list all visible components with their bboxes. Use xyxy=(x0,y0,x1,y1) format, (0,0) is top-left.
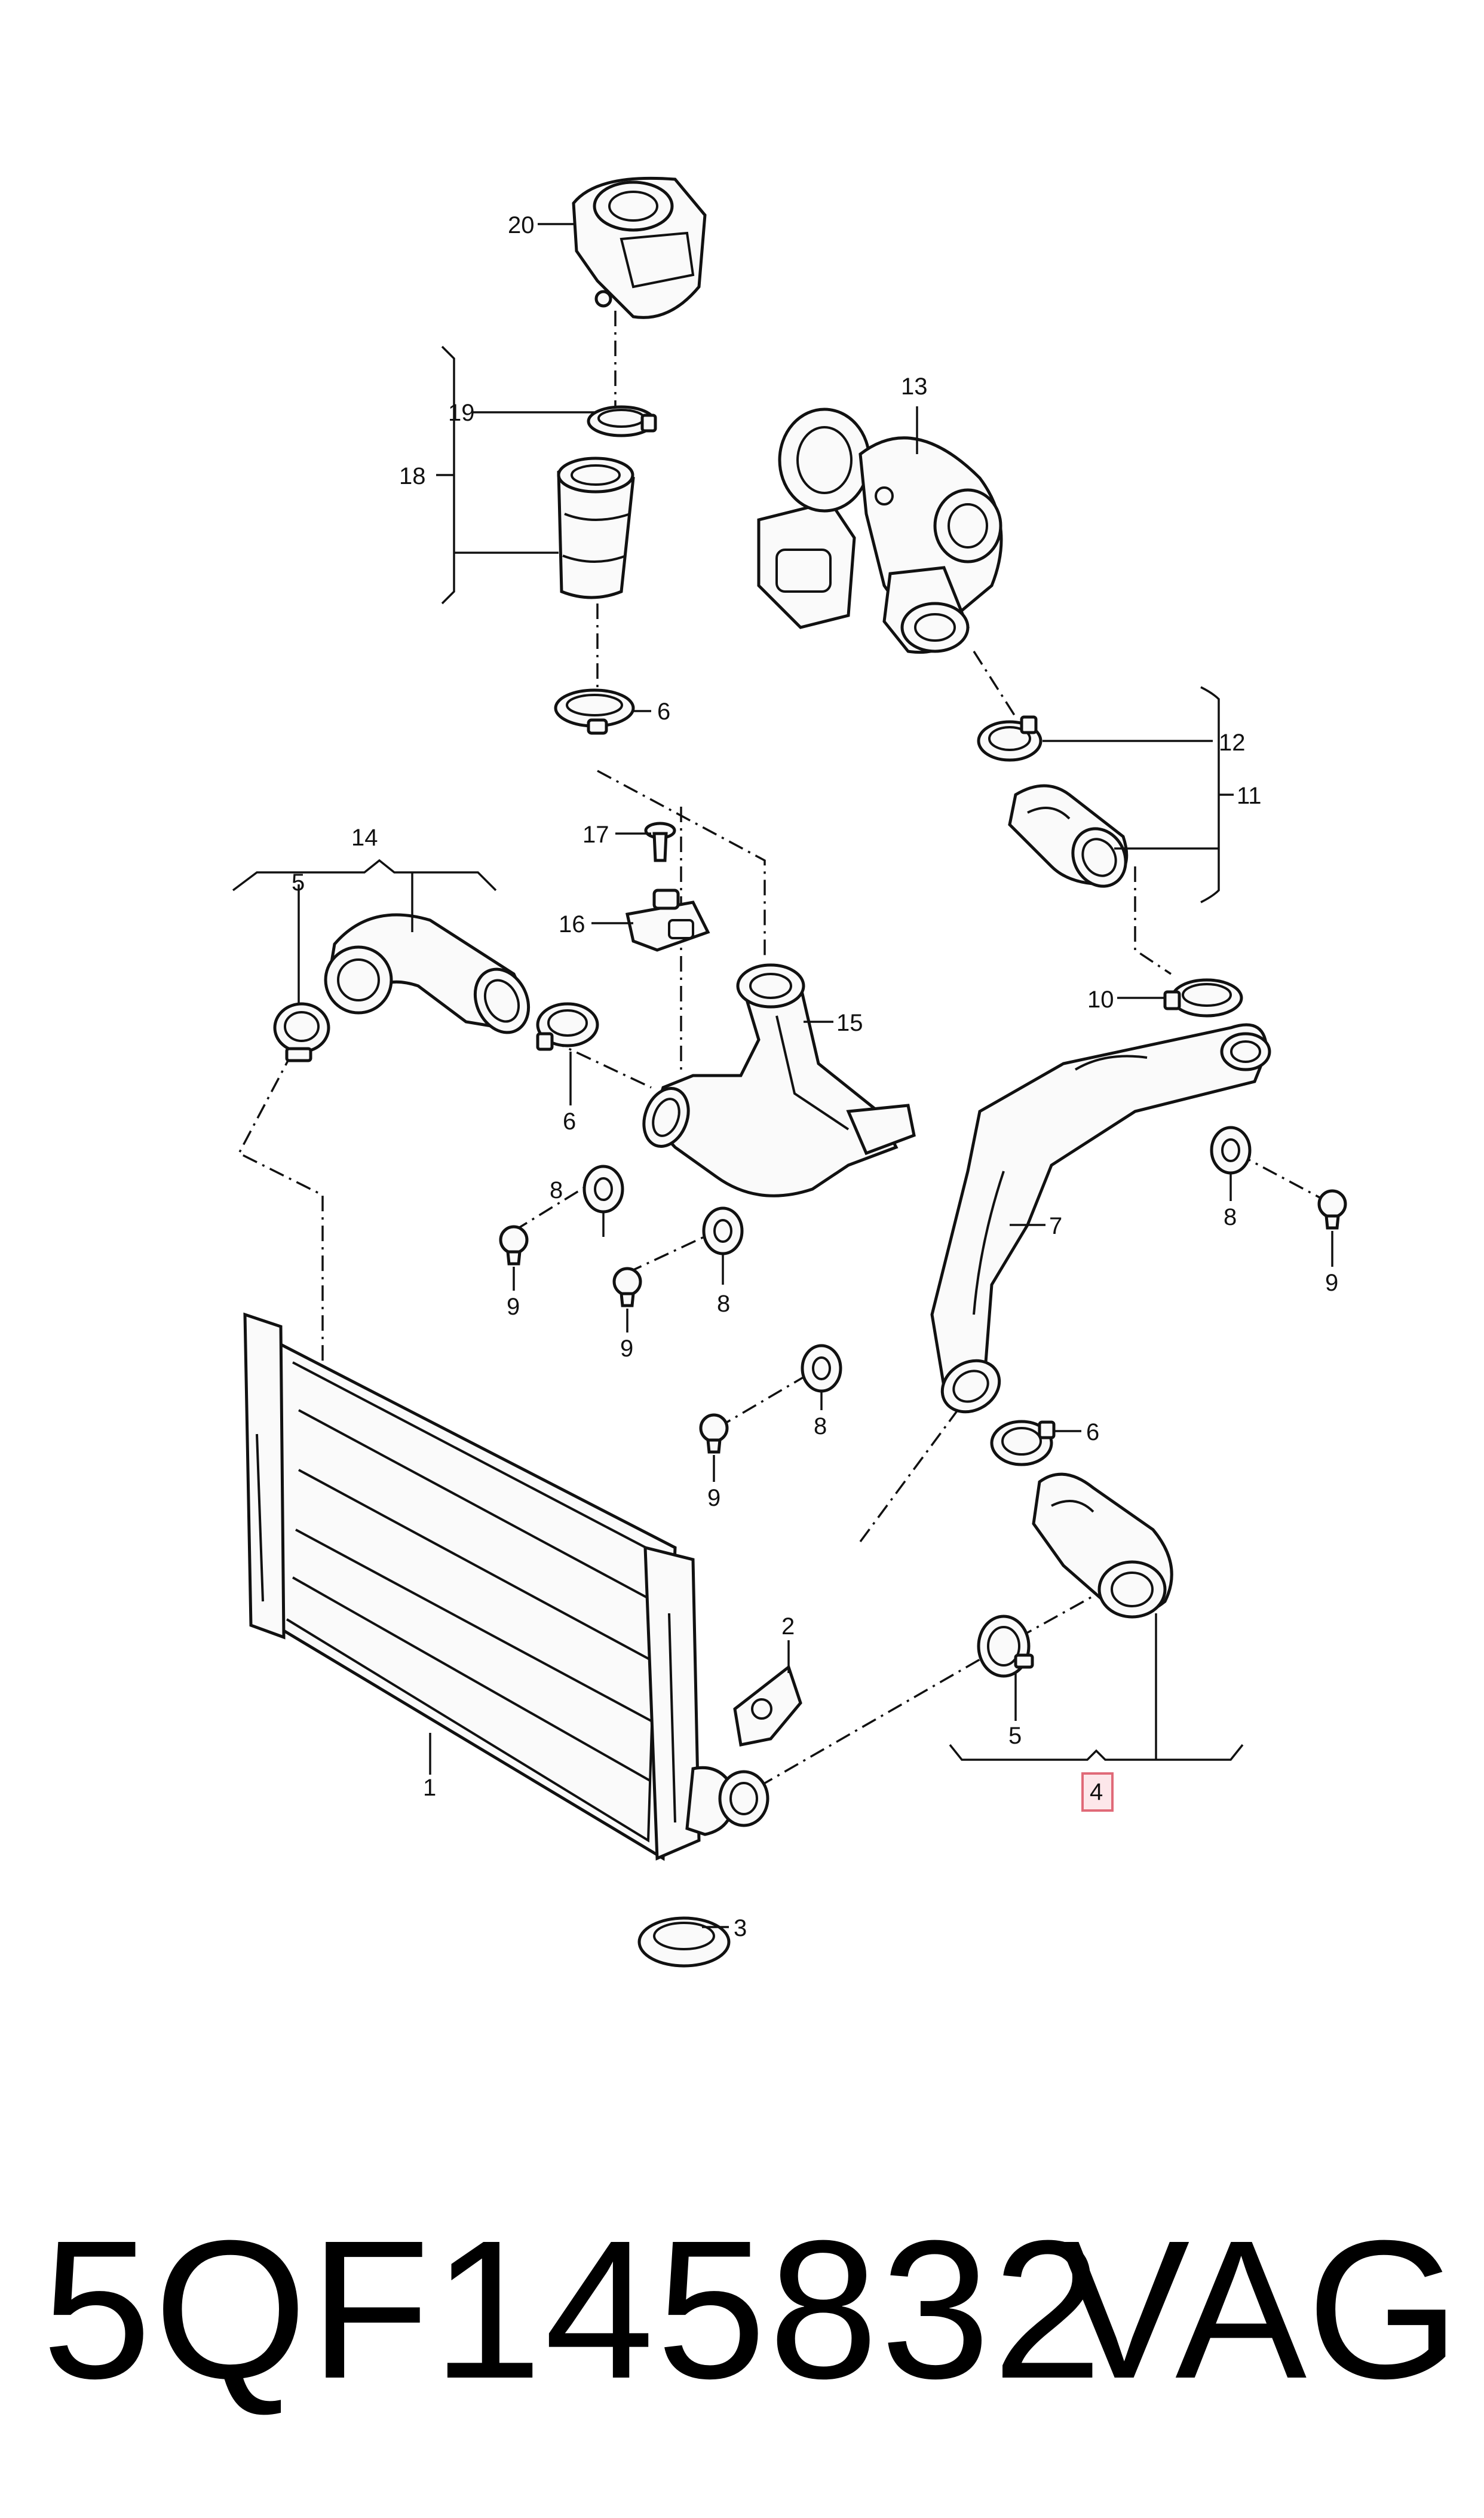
part-1-intercooler xyxy=(243,1312,769,1861)
part-16-sensor xyxy=(625,889,710,952)
callout-9-b: 9 xyxy=(620,1335,633,1362)
callout-9-d: 9 xyxy=(1325,1270,1338,1296)
callout-7: 7 xyxy=(1049,1213,1062,1239)
parts-diagram: 20 19 18 6 13 12 11 10 14 5 17 16 15 6 7… xyxy=(232,176,1347,1968)
part-3-cap xyxy=(637,1916,731,1968)
callout-16: 16 xyxy=(559,911,585,938)
callout-1: 1 xyxy=(423,1775,436,1801)
callout-2: 2 xyxy=(781,1613,795,1640)
part-9-bolts xyxy=(499,1189,1347,1454)
leader-lines xyxy=(232,223,1333,1928)
part-7-pipe xyxy=(930,1023,1271,1414)
callout-10: 10 xyxy=(1087,987,1114,1013)
brand-label: VAG xyxy=(1058,2199,1460,2419)
callout-20: 20 xyxy=(508,212,535,238)
part-5-clamp-right xyxy=(977,1615,1034,1678)
part-12-clamp xyxy=(977,715,1043,762)
part-20-throttle-body xyxy=(572,176,707,319)
callout-6-middle: 6 xyxy=(563,1108,576,1135)
part-11-hose xyxy=(1008,784,1129,888)
part-4-hose xyxy=(1032,1472,1173,1619)
callout-17: 17 xyxy=(582,822,609,848)
callout-6-right: 6 xyxy=(1086,1419,1099,1445)
part-8-grommets xyxy=(582,1126,1252,1393)
callout-4: 4 xyxy=(1090,1779,1103,1805)
part-18-connector-sleeve xyxy=(557,457,635,599)
callout-14: 14 xyxy=(351,825,378,851)
callout-13: 13 xyxy=(901,373,928,400)
callout-12: 12 xyxy=(1219,730,1246,756)
callout-8-a: 8 xyxy=(550,1177,563,1203)
callout-15: 15 xyxy=(836,1010,863,1036)
callout-labels: 20 19 18 6 13 12 11 10 14 5 17 16 15 6 7… xyxy=(292,212,1338,1941)
callout-5-right: 5 xyxy=(1008,1723,1022,1749)
part-number-label: 5QF145832 xyxy=(42,2199,1105,2419)
callout-5-left: 5 xyxy=(292,869,305,896)
part-6-clamp-middle xyxy=(536,1002,599,1051)
part-15-pipe xyxy=(642,963,916,1197)
callout-8-c: 8 xyxy=(814,1413,827,1439)
highlight-box-callout-4 xyxy=(1081,1772,1114,1812)
callout-9-c: 9 xyxy=(707,1485,720,1511)
part-2-bracket xyxy=(733,1664,802,1747)
part-10-clamp xyxy=(1163,978,1243,1018)
callout-9-a: 9 xyxy=(507,1294,520,1320)
part-13-turbocharger xyxy=(757,408,1003,654)
part-17-bolt xyxy=(644,822,676,862)
callout-3: 3 xyxy=(734,1915,747,1941)
callout-11: 11 xyxy=(1237,783,1262,809)
part-14-hose xyxy=(324,913,531,1034)
part-19-clamp xyxy=(587,405,657,437)
part-6-clamp-top xyxy=(554,688,635,735)
callout-18: 18 xyxy=(399,463,426,489)
part-6-clamp-right xyxy=(990,1420,1056,1466)
callout-8-d: 8 xyxy=(1224,1204,1237,1230)
callout-19: 19 xyxy=(448,400,475,426)
part-5-clamp-left xyxy=(273,1002,330,1062)
callout-6-top: 6 xyxy=(657,699,670,725)
callout-8-b: 8 xyxy=(717,1291,730,1317)
